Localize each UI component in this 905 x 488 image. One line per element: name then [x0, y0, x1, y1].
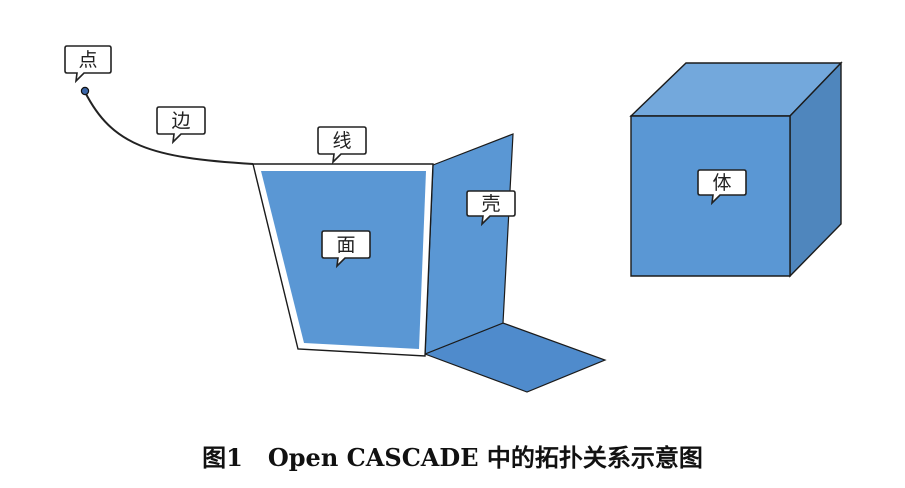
edge-curve [84, 91, 254, 165]
label-solid: 体 [712, 172, 731, 194]
callout-wire: 线 [317, 126, 367, 165]
callout-solid: 体 [697, 169, 747, 206]
callout-shell: 壳 [466, 190, 516, 227]
label-vertex: 点 [78, 49, 97, 71]
label-face: 面 [336, 234, 355, 256]
figure-caption: 图1 Open CASCADE 中的拓扑关系示意图 [202, 443, 703, 472]
label-wire: 线 [332, 130, 351, 152]
label-edge: 边 [171, 110, 190, 132]
callout-vertex: 点 [64, 45, 112, 84]
solid-front [630, 115, 791, 277]
callout-edge: 边 [156, 106, 206, 145]
shell-wall-face [424, 133, 514, 355]
vertex-point [80, 86, 90, 96]
callout-face: 面 [321, 230, 371, 269]
label-shell: 壳 [481, 193, 500, 215]
